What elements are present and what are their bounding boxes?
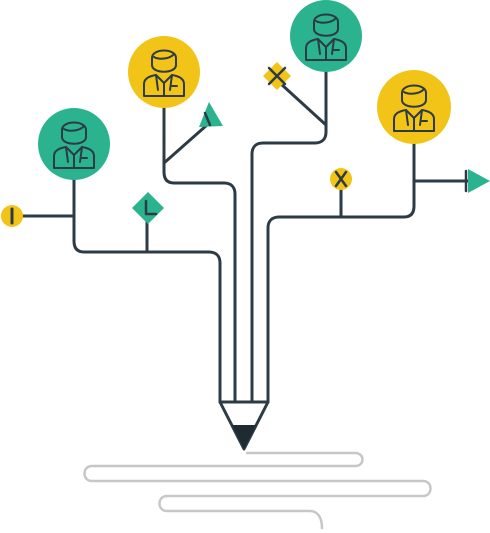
triangle-icon <box>464 169 490 193</box>
branch-lines <box>16 58 474 404</box>
circle-marker-icon <box>1 205 23 227</box>
diamond-icon <box>263 62 291 90</box>
diamond-icon <box>132 192 164 224</box>
circle-marker-icon <box>330 168 352 190</box>
paper-lines <box>83 451 432 530</box>
pencil-icon <box>218 400 270 451</box>
person-node-left <box>38 108 110 180</box>
person-node-upper-left <box>128 36 200 108</box>
triangle-icon <box>199 102 223 127</box>
person-node-top <box>290 0 362 72</box>
person-node-right <box>377 70 451 144</box>
